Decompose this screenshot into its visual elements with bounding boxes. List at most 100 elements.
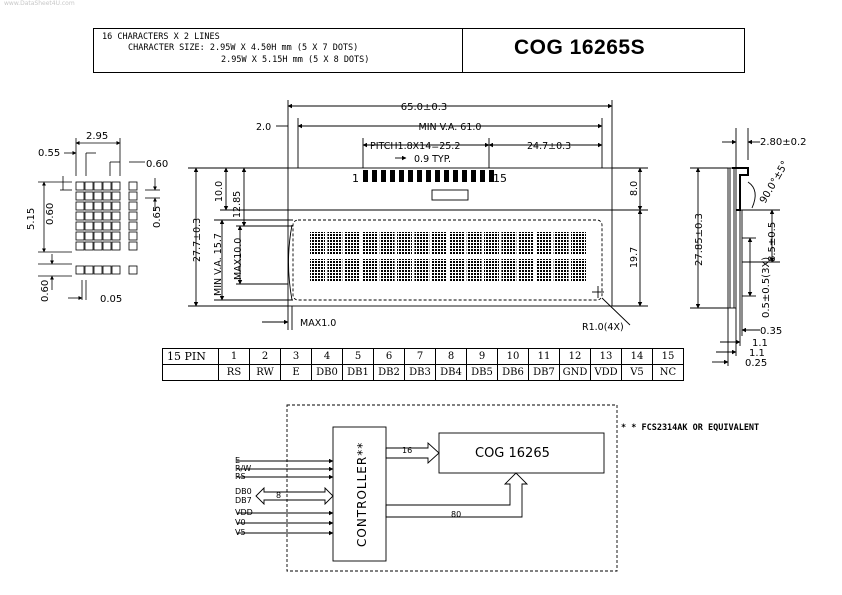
character-cell [414,232,430,255]
dot-cell [111,231,121,241]
dot-cell [93,221,103,231]
connector-pin [399,170,404,182]
dot-cell [111,181,121,191]
dot-cell [102,201,112,211]
dim-typ: 0.9 TYP. [414,154,451,165]
pin-number-cell: 5 [342,348,374,365]
dim-min-va-height: MIN V.A. 15.7 [213,233,224,296]
character-cell [484,259,499,282]
connector-pin [417,170,422,182]
dim-side-d3: 1.1 [749,348,765,359]
dot-cell [102,265,112,275]
dim-top-height: 10.0 [214,181,225,202]
pin-number-cell: 4 [311,348,343,365]
character-cell [553,232,569,255]
dot-cell [84,265,94,275]
connector-pin [381,170,386,182]
dim-right-bottom: 19.7 [629,247,640,268]
dot-cell [111,211,121,221]
pin-number-cell: 8 [435,348,467,365]
block-diagram [237,404,618,572]
character-cell [536,232,552,255]
connector-pin [390,170,395,182]
dim-top-height-2: 12.85 [232,191,243,218]
dot-cell [93,191,103,201]
seg-lines: 80 [451,510,461,519]
dim-radius: R1.0(4X) [582,322,624,333]
connector-pin [489,170,494,182]
dot-cell [111,221,121,231]
pin-first-label: 1 [352,172,359,185]
dim-bottom-gap: 0.60 [40,280,51,302]
character-cell [466,232,482,255]
front-view [188,100,648,330]
controller-label: CONTROLLER** [355,442,369,547]
pin-number-cell: 12 [559,348,591,365]
connector-pin [363,170,368,182]
character-cell [553,259,569,282]
dot-cell [102,241,112,251]
dot-cell [75,241,85,251]
pin-number-cell: 7 [404,348,436,365]
pin-last-label: 15 [493,172,507,185]
character-cell [379,232,395,255]
character-cell [344,259,360,282]
dim-right-gap: 0.60 [146,159,168,170]
character-cell [344,232,360,255]
pin-number-cell: 6 [373,348,405,365]
character-cell [466,259,482,282]
pin-name-cell: E [280,364,312,381]
pin-number-cell: 15 [652,348,684,365]
dot-cell [84,221,94,231]
character-cell [571,232,586,255]
dim-side-total-height: 27.85±0.3 [694,213,705,266]
pin-name-cell: RW [249,364,281,381]
dim-va-offset: 2.0 [256,122,271,133]
connector-pin [408,170,413,182]
header-line-2: CHARACTER SIZE: 2.95W X 4.50H mm (5 X 7 … [128,43,359,53]
connector-pin [435,170,440,182]
pin-number-cell: 9 [466,348,498,365]
signal-e: E [235,456,240,465]
dot-cell [102,181,112,191]
dot-cell [75,201,85,211]
dot-cell [111,265,121,275]
dot-cell [75,265,85,275]
lcd-label: COG 16265 [475,446,550,461]
dot-cell [75,181,85,191]
dot-cell [75,221,85,231]
dim-side-d2: 1.1 [752,338,768,349]
pin-name-cell: DB3 [404,364,436,381]
pin-name-cell: DB7 [528,364,560,381]
signal-vdd: VDD [235,508,253,517]
pin-table-label: 15 PIN [162,348,219,365]
character-cell [310,232,325,255]
dim-right-top: 8.0 [629,181,640,196]
connector-pin [462,170,467,182]
character-cell [484,232,499,255]
character-cell [501,232,517,255]
pin-name-cell: RS [218,364,250,381]
dot-cell [111,191,121,201]
watermark: www.DataSheet4U.com [4,0,75,7]
dot-cell [93,241,103,251]
character-cell [379,259,395,282]
pin-name-cell: DB0 [311,364,343,381]
dim-char-width: 2.95 [86,131,108,142]
character-cell [414,259,430,282]
dim-pin-offset: 24.7±0.3 [527,141,571,152]
dim-side-pin-height: 8.5±0.5 [767,222,778,262]
dot-cell [93,181,103,191]
pin-name-cell: VDD [590,364,622,381]
model-number: COG 16265S [514,36,646,59]
character-cell [536,259,552,282]
dot-cell [75,211,85,221]
dot-cell [93,211,103,221]
pin-number-cell: 10 [497,348,529,365]
pin-number-cell: 11 [528,348,560,365]
dim-right-height: 0.65 [152,206,163,228]
pin-name-cell: DB6 [497,364,529,381]
pin-number-cell: 3 [280,348,312,365]
